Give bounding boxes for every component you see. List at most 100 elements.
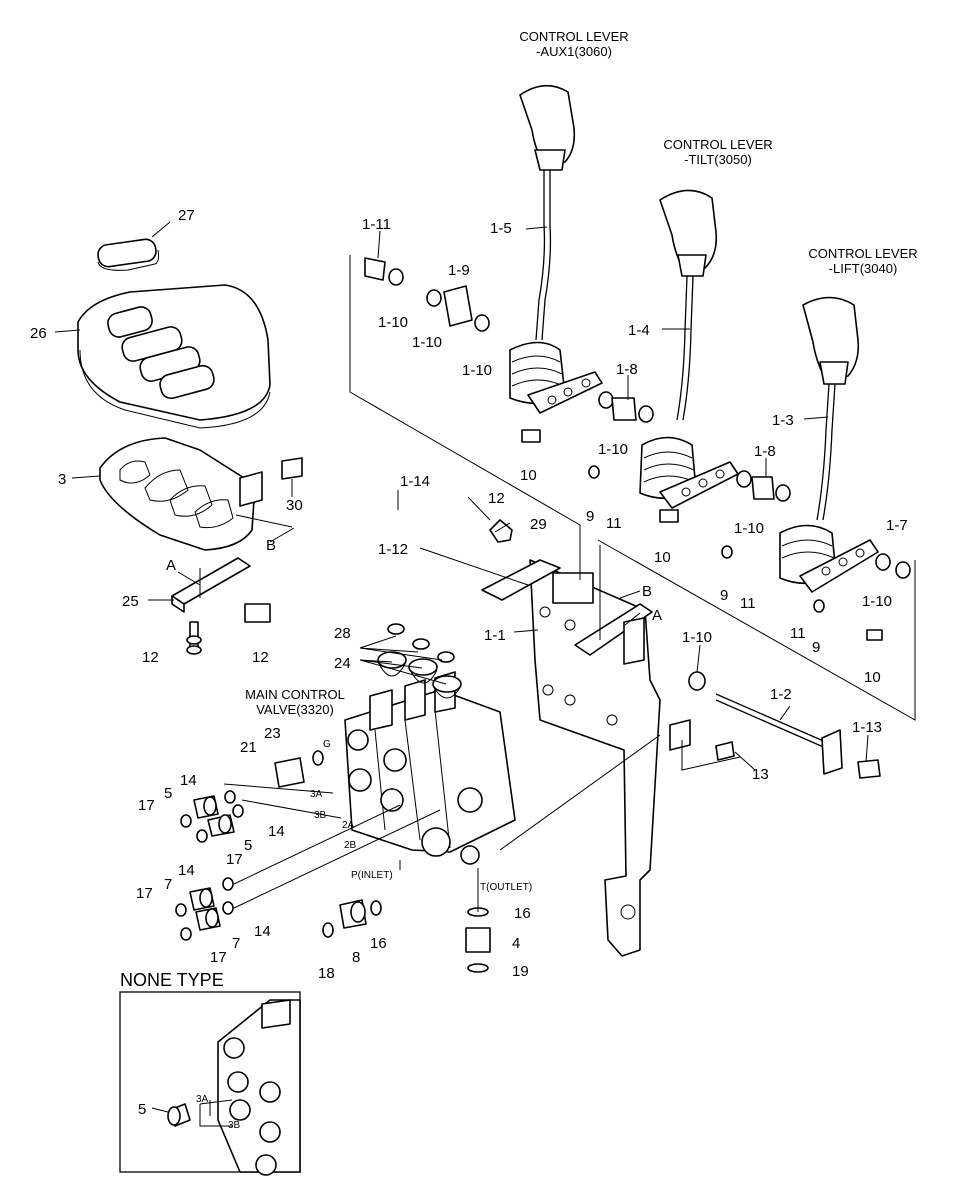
bracket-25 xyxy=(171,457,303,655)
lever-lift xyxy=(779,296,879,593)
rod xyxy=(715,693,881,779)
svg-text:13: 13 xyxy=(752,766,769,783)
title-lift: CONTROL LEVER -LIFT(3040) xyxy=(808,246,917,276)
svg-text:2A: 2A xyxy=(342,820,355,831)
svg-text:26: 26 xyxy=(30,325,47,342)
svg-text:30: 30 xyxy=(286,497,303,514)
svg-text:1-10: 1-10 xyxy=(462,362,492,379)
svg-text:29: 29 xyxy=(530,516,547,533)
svg-text:-TILT(3050): -TILT(3050) xyxy=(684,152,752,167)
svg-text:NONE TYPE: NONE TYPE xyxy=(120,970,224,990)
svg-text:1-2: 1-2 xyxy=(770,686,792,703)
svg-text:-AUX1(3060): -AUX1(3060) xyxy=(536,44,612,59)
svg-text:VALVE(3320): VALVE(3320) xyxy=(256,702,334,717)
svg-text:12: 12 xyxy=(488,490,505,507)
svg-text:4: 4 xyxy=(512,935,520,952)
svg-text:G: G xyxy=(323,739,331,750)
svg-text:11: 11 xyxy=(740,595,756,612)
svg-text:1-14: 1-14 xyxy=(400,473,430,490)
svg-text:3A: 3A xyxy=(310,789,323,800)
svg-text:27: 27 xyxy=(178,207,195,224)
cover-plate xyxy=(99,437,263,551)
svg-text:10: 10 xyxy=(864,669,881,686)
svg-text:T(OUTLET): T(OUTLET) xyxy=(480,882,532,893)
svg-text:1-12: 1-12 xyxy=(378,541,408,558)
svg-text:MAIN CONTROL: MAIN CONTROL xyxy=(245,687,345,702)
svg-text:1-10: 1-10 xyxy=(598,441,628,458)
svg-text:10: 10 xyxy=(520,467,537,484)
svg-text:19: 19 xyxy=(512,963,529,980)
svg-text:1-8: 1-8 xyxy=(616,361,638,378)
svg-text:9: 9 xyxy=(586,508,594,525)
svg-text:CONTROL LEVER: CONTROL LEVER xyxy=(663,137,772,152)
svg-text:1-1: 1-1 xyxy=(484,627,506,644)
svg-text:3B: 3B xyxy=(314,810,327,821)
fittings xyxy=(175,750,491,973)
svg-text:1-13: 1-13 xyxy=(852,719,882,736)
svg-text:P(INLET): P(INLET) xyxy=(351,870,393,881)
svg-text:25: 25 xyxy=(122,593,139,610)
svg-text:B: B xyxy=(266,537,276,554)
svg-text:24: 24 xyxy=(334,655,351,672)
svg-text:17: 17 xyxy=(210,949,227,966)
svg-text:7: 7 xyxy=(232,935,240,952)
svg-text:14: 14 xyxy=(254,923,271,940)
svg-text:17: 17 xyxy=(138,797,155,814)
svg-text:9: 9 xyxy=(720,587,728,604)
svg-text:12: 12 xyxy=(142,649,159,666)
svg-text:3: 3 xyxy=(58,471,66,488)
svg-text:5: 5 xyxy=(138,1101,146,1118)
svg-text:1-8: 1-8 xyxy=(754,443,776,460)
svg-text:CONTROL LEVER: CONTROL LEVER xyxy=(808,246,917,261)
svg-text:2B: 2B xyxy=(344,840,357,851)
svg-text:17: 17 xyxy=(136,885,153,902)
svg-text:23: 23 xyxy=(264,725,281,742)
svg-text:3B: 3B xyxy=(228,1120,241,1131)
svg-text:-LIFT(3040): -LIFT(3040) xyxy=(829,261,898,276)
lever-cover xyxy=(77,238,271,429)
svg-text:1-10: 1-10 xyxy=(682,629,712,646)
svg-text:8: 8 xyxy=(352,949,360,966)
lever-aux1 xyxy=(509,84,603,443)
svg-text:10: 10 xyxy=(654,549,671,566)
leaders xyxy=(54,221,869,771)
svg-text:17: 17 xyxy=(226,851,243,868)
svg-text:1-10: 1-10 xyxy=(412,334,442,351)
svg-text:1-4: 1-4 xyxy=(628,322,650,339)
connector-lines xyxy=(223,255,916,912)
svg-text:A: A xyxy=(652,607,662,624)
svg-text:18: 18 xyxy=(318,965,335,982)
svg-text:3A: 3A xyxy=(196,1094,209,1105)
svg-text:1-9: 1-9 xyxy=(448,262,470,279)
svg-text:11: 11 xyxy=(790,625,806,642)
svg-text:7: 7 xyxy=(164,876,172,893)
svg-text:A: A xyxy=(166,557,176,574)
svg-text:14: 14 xyxy=(180,772,197,789)
svg-text:21: 21 xyxy=(240,739,257,756)
svg-text:1-11: 1-11 xyxy=(362,216,391,233)
svg-text:9: 9 xyxy=(812,639,820,656)
svg-text:11: 11 xyxy=(606,515,622,532)
svg-text:16: 16 xyxy=(514,905,531,922)
svg-text:B: B xyxy=(642,583,652,600)
title-tilt: CONTROL LEVER -TILT(3050) xyxy=(663,137,772,167)
title-main-control-valve: MAIN CONTROL VALVE(3320) xyxy=(245,687,345,717)
port-labels: 3A 3B 2A 2B G P(INLET) T(OUTLET) xyxy=(310,739,532,893)
lever-small-parts xyxy=(364,257,911,691)
svg-text:1-10: 1-10 xyxy=(734,520,764,537)
title-aux1: CONTROL LEVER -AUX1(3060) xyxy=(519,29,628,59)
svg-text:14: 14 xyxy=(178,862,195,879)
svg-text:CONTROL LEVER: CONTROL LEVER xyxy=(519,29,628,44)
main-bracket xyxy=(481,519,691,957)
callout-labels: 27 26 3 30 B A 25 12 12 1-11 1-10 1-9 1-… xyxy=(30,207,908,982)
svg-text:14: 14 xyxy=(268,823,285,840)
svg-text:28: 28 xyxy=(334,625,351,642)
main-control-valve xyxy=(344,623,516,865)
svg-text:1-5: 1-5 xyxy=(490,220,512,237)
svg-text:1-3: 1-3 xyxy=(772,412,794,429)
lever-tilt xyxy=(639,189,739,523)
svg-text:5: 5 xyxy=(164,785,172,802)
svg-text:1-7: 1-7 xyxy=(886,517,908,534)
svg-text:5: 5 xyxy=(244,837,252,854)
svg-text:12: 12 xyxy=(252,649,269,666)
